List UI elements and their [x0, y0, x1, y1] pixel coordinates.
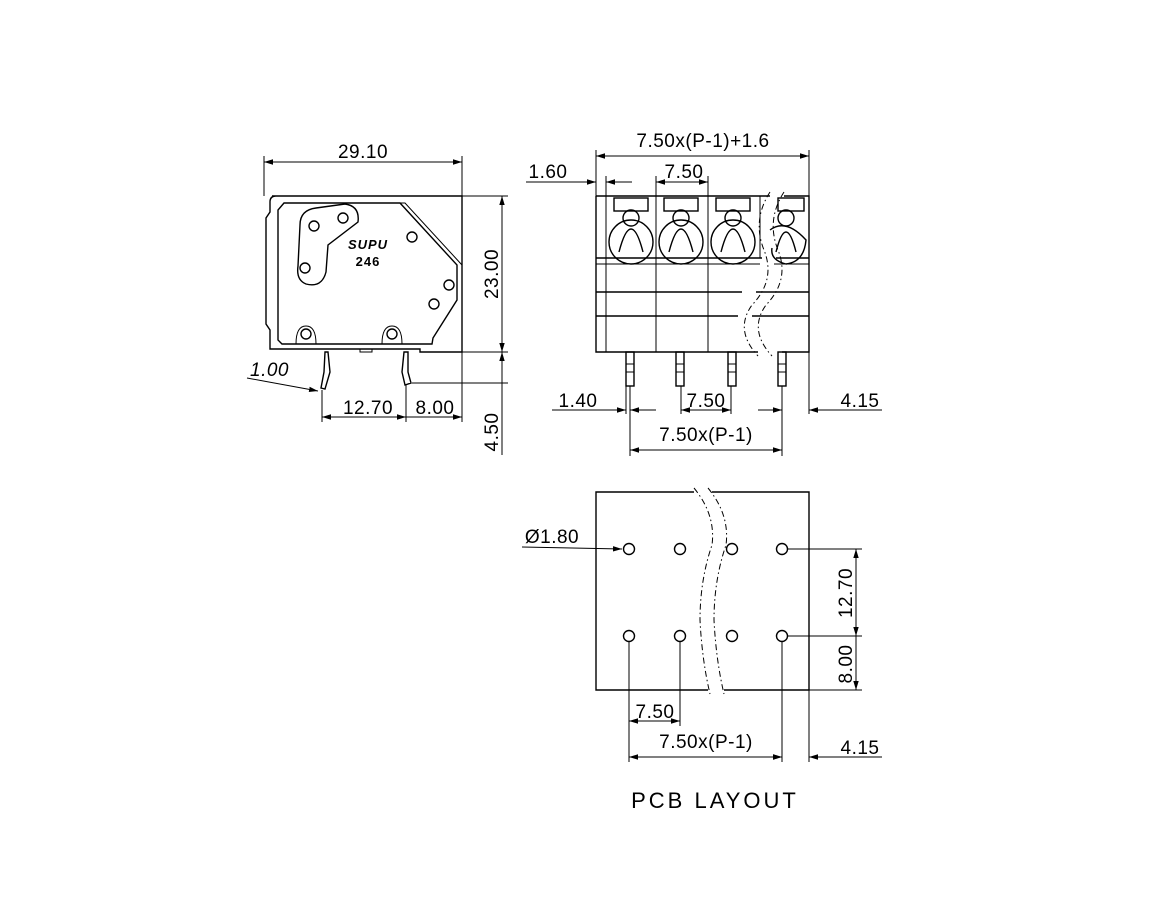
- pcb-hole-3: [725, 542, 739, 556]
- logo-text: SUPU: [348, 237, 388, 252]
- pcb-hole-8: [775, 629, 789, 643]
- front-pin-3: [727, 351, 737, 387]
- pcb-hole-1: [622, 542, 636, 556]
- dim-pitch: 7.50: [636, 702, 675, 723]
- side-inner-step: [400, 202, 463, 266]
- pcb-layout-title: PCB LAYOUT: [631, 788, 799, 813]
- side-pin-left: [320, 351, 331, 390]
- front-body-outline: [595, 195, 810, 353]
- front-break-line: [743, 191, 771, 357]
- dim-pin-spacing: 12.70: [343, 398, 393, 419]
- dim-height: 23.00: [482, 249, 503, 299]
- dim-hole: Ø1.80: [525, 527, 579, 548]
- dim-pin-length: 4.50: [482, 413, 503, 452]
- side-inner-panel: [277, 202, 458, 345]
- dim-pitch-bottom: 7.50: [687, 391, 726, 412]
- pcb-board-outline: [595, 491, 810, 691]
- dim-pin-right: 4.15: [841, 391, 880, 412]
- dim-edge: 1.60: [529, 162, 568, 183]
- pcb-hole-4: [775, 542, 789, 556]
- side-lever: [296, 203, 359, 286]
- dim-pitch-top: 7.50: [665, 162, 704, 183]
- dim-width: 29.10: [338, 142, 388, 163]
- pcb-hole-5: [622, 629, 636, 643]
- front-pin-4: [777, 351, 787, 387]
- front-view: 7.50x(P-1)+1.6 1.60 7.50 1.40 7.50 4.15 …: [526, 131, 882, 456]
- dim-pin-left: 1.40: [559, 391, 598, 412]
- dim-right: 4.15: [841, 738, 880, 759]
- pcb-hole-2: [673, 542, 687, 556]
- dim-pin-offset: 8.00: [416, 398, 455, 419]
- side-hole-8: [386, 328, 398, 340]
- pcb-hole-6: [673, 629, 687, 643]
- dim-pin-span: 7.50x(P-1): [659, 425, 753, 446]
- front-terminal-2: [658, 197, 704, 265]
- model-text: 246: [356, 254, 381, 269]
- pcb-layout-view: Ø1.80 12.70 8.00 7.50 7.50x(P-1) 4.15 PC…: [521, 487, 882, 813]
- front-terminal-1: [608, 197, 654, 265]
- dim-row-spacing: 12.70: [836, 568, 857, 618]
- dim-wire: 1.00: [250, 360, 289, 381]
- side-hole-7: [300, 328, 312, 340]
- side-body-outline: [265, 195, 463, 353]
- side-hole-4: [406, 231, 418, 243]
- side-hole-1: [308, 220, 320, 232]
- dim-row-offset: 8.00: [836, 645, 857, 684]
- front-terminal-3: [710, 197, 756, 265]
- pcb-hole-7: [725, 629, 739, 643]
- side-pin-right: [401, 351, 412, 386]
- dim-span: 7.50x(P-1): [659, 732, 753, 753]
- front-terminal-4: [769, 197, 807, 265]
- side-view: SUPU 246 1.00 29.10 23.00 4.50 12.70 8.0…: [246, 142, 508, 455]
- side-hole-5: [443, 279, 455, 291]
- dim-total: 7.50x(P-1)+1.6: [636, 131, 769, 152]
- side-hole-6: [428, 298, 440, 310]
- side-hole-2: [337, 212, 349, 224]
- pcb-break-line: [693, 487, 714, 695]
- front-pin-2: [675, 351, 685, 387]
- front-pin-1: [625, 351, 635, 387]
- side-hole-3: [299, 262, 311, 274]
